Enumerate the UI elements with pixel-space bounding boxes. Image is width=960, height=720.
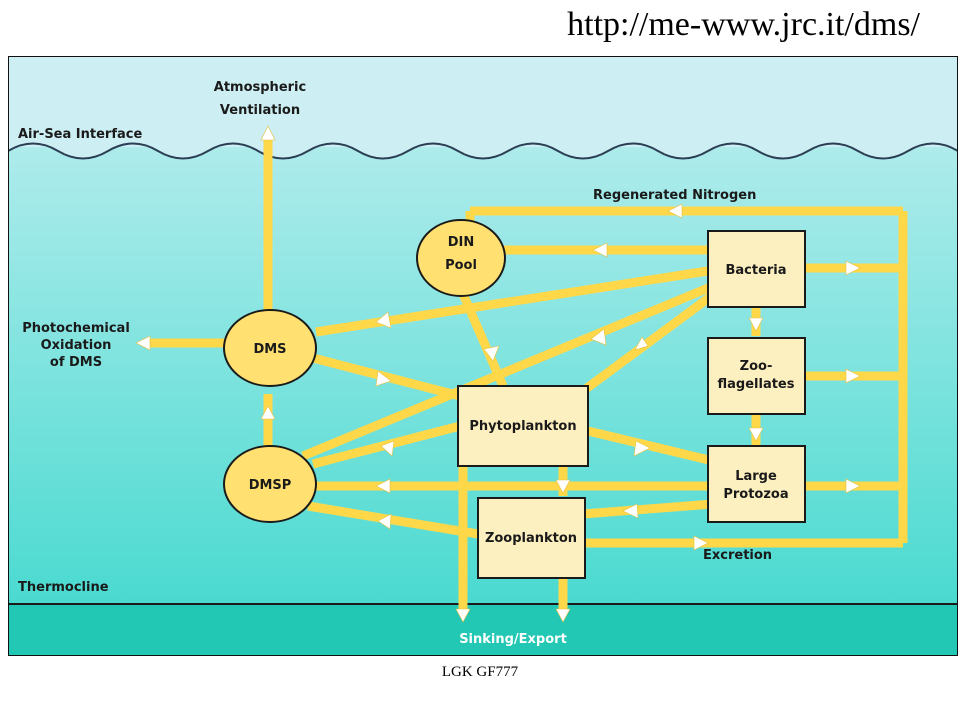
protozoa-label-2: Protozoa [723, 487, 788, 502]
deep-water-region [9, 604, 957, 655]
arrow-bacteria-din [592, 242, 608, 258]
node-zooplankton: Zooplankton [477, 497, 586, 579]
excretion-label: Excretion [703, 548, 772, 563]
node-large-protozoa: Large Protozoa [707, 445, 806, 523]
arrow-zooflag-right [845, 368, 861, 384]
photochemical-label-2: Oxidation [41, 338, 112, 353]
arrow-phyto-dmsp [380, 440, 395, 457]
air-sea-label: Air-Sea Interface [18, 127, 142, 142]
atmospheric-label-1: Atmospheric [214, 80, 306, 95]
arrow-regenerated [667, 203, 683, 219]
node-dmsp: DMSP [223, 445, 317, 523]
arrow-zoo-sink [555, 608, 571, 623]
arrow-protozoa-dmsp [375, 478, 391, 494]
flow-protozoa-zoo [582, 499, 714, 519]
arrow-dms-phyto [375, 370, 392, 387]
air-sea-wave [7, 55, 959, 160]
flow-paths [143, 134, 908, 614]
zooflag-label-2: flagellates [718, 377, 795, 392]
arrow-bacteria-zooflag [748, 317, 764, 332]
flow-bacteria-dmsp [301, 281, 715, 461]
protozoa-label-1: Large [735, 469, 777, 484]
arrow-bacteria-dms [375, 311, 392, 329]
arrow-photochemical [135, 335, 151, 351]
din-label-1: DIN [448, 235, 475, 250]
photochemical-label-3: of DMS [50, 355, 102, 370]
arrow-phyto-zoo [555, 479, 571, 494]
bacteria-label: Bacteria [725, 263, 786, 278]
zooflag-label-1: Zoo- [740, 359, 773, 374]
sinking-label: Sinking/Export [459, 632, 567, 647]
arrow-zoo-dmsp [377, 513, 392, 530]
arrow-bacteria-phyto [634, 336, 649, 351]
atmospheric-label-2: Ventilation [220, 103, 300, 118]
arrow-din-phyto [483, 345, 500, 362]
arrow-protozoa-zoo [622, 503, 639, 519]
node-dms: DMS [223, 309, 317, 387]
flow-bacteria-phyto [580, 287, 721, 395]
flow-din-phyto [458, 292, 508, 388]
source-url[interactable]: http://me-www.jrc.it/dms/ [567, 6, 920, 43]
arrow-dmsp-dms [260, 405, 276, 420]
arrow-excretion [693, 535, 709, 551]
zoo-label: Zooplankton [485, 531, 577, 546]
flow-zoo-dmsp [307, 501, 479, 539]
node-din-pool: DIN Pool [416, 219, 506, 297]
arrow-phyto-sink [455, 608, 471, 623]
photochemical-label-1: Photochemical [22, 321, 130, 336]
dms-label: DMS [253, 342, 286, 357]
dmsp-label: DMSP [249, 478, 292, 493]
phyto-label: Phytoplankton [469, 419, 576, 434]
flow-dms-phyto [311, 353, 462, 401]
regenerated-label: Regenerated Nitrogen [593, 188, 756, 203]
din-label-2: Pool [445, 258, 477, 273]
arrow-bacteria-right [845, 260, 861, 276]
arrow-protozoa-right [845, 478, 861, 494]
flow-phyto-protozoa [586, 426, 715, 466]
node-zooflagellates: Zoo- flagellates [707, 337, 806, 415]
flow-arrowheads [135, 125, 861, 623]
arrow-bacteria-dmsp [590, 328, 607, 346]
node-bacteria: Bacteria [707, 230, 806, 308]
thermocline-label: Thermocline [18, 580, 109, 595]
node-phytoplankton: Phytoplankton [457, 385, 589, 467]
arrow-phyto-protozoa [633, 440, 651, 457]
footer-caption: LGK GF777 [441, 664, 519, 680]
arrow-zooflag-protozoa [748, 427, 764, 442]
dms-cycle-diagram: DIN Pool DMS DMSP Bacteria Zoo- flagella… [7, 55, 959, 657]
arrow-atmospheric [260, 125, 276, 141]
